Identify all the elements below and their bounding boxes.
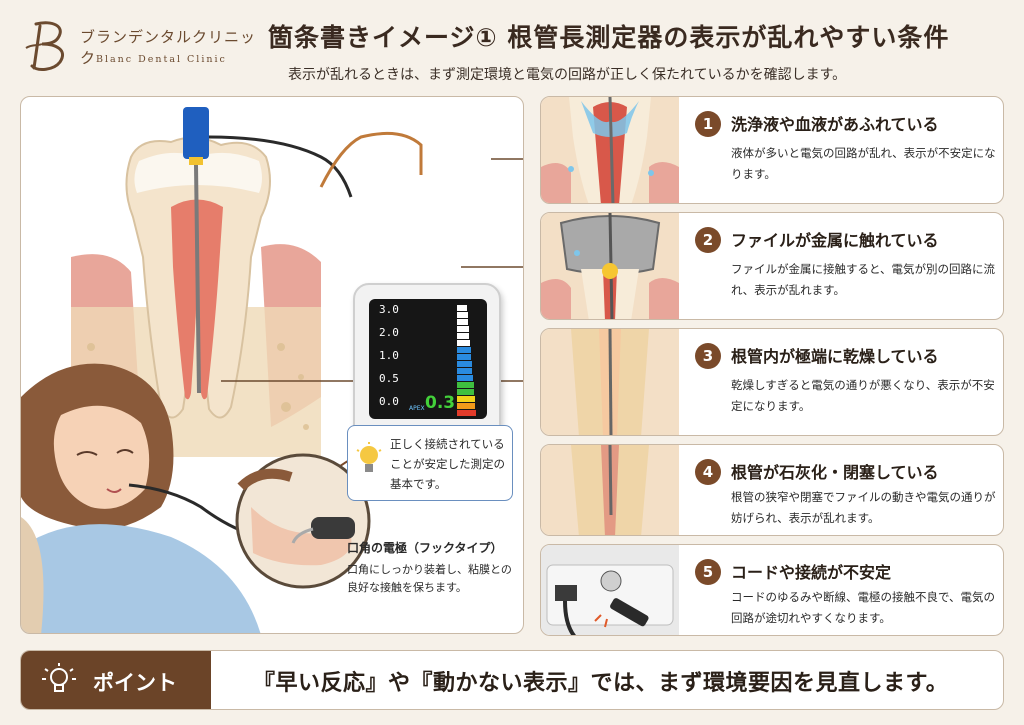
signal-bar-segment bbox=[457, 375, 473, 381]
device-screen: 3.0 2.0 1.0 0.5 0.0 APEX 0.3 bbox=[369, 299, 487, 419]
signal-bar-segment bbox=[457, 326, 469, 332]
card-illustration bbox=[541, 213, 679, 319]
signal-bar-segment bbox=[457, 403, 475, 409]
condition-title: 根管が石灰化・閉塞している bbox=[731, 463, 939, 482]
signal-bar-segment bbox=[457, 410, 476, 416]
calcified-canal-image bbox=[541, 445, 679, 535]
condition-card: 3 根管内が極端に乾燥している 乾燥しすぎると電気の通りが悪くなり、表示が不安定… bbox=[540, 328, 1004, 436]
condition-desc: 乾燥しすぎると電気の通りが悪くなり、表示が不安定になります。 bbox=[731, 378, 995, 413]
electrode-desc: 口角にしっかり装着し、粘膜との良好な接触を保ちます。 bbox=[347, 563, 512, 594]
signal-bar-segment bbox=[457, 340, 470, 346]
illustration-panel: 3.0 2.0 1.0 0.5 0.0 APEX 0.3 正しく接続されているこ… bbox=[20, 96, 524, 634]
condition-card: 1 洗浄液や血液があふれている 液体が多いと電気の回路が乱れ、表示が不安定になり… bbox=[540, 96, 1004, 204]
scale-label: 1.0 bbox=[379, 349, 399, 362]
condition-title: 根管内が極端に乾燥している bbox=[731, 347, 939, 366]
scale-label: 3.0 bbox=[379, 303, 399, 316]
page-subtitle: 表示が乱れるときは、まず測定環境と電気の回路が正しく保たれているかを確認します。 bbox=[288, 67, 847, 83]
condition-desc: 液体が多いと電気の回路が乱れ、表示が不安定になります。 bbox=[731, 146, 996, 181]
condition-card: 5 コードや接続が不安定 コードのゆるみや断線、電極の接触不良で、電気の回路が途… bbox=[540, 544, 1004, 636]
point-bar: ポイント 『早い反応』や『動かない表示』では、まず環境要因を見直します。 bbox=[20, 650, 1004, 710]
condition-desc: コードのゆるみや断線、電極の接触不良で、電気の回路が途切れやすくなります。 bbox=[731, 590, 996, 625]
condition-number: 3 bbox=[695, 343, 721, 369]
tip-text: 正しく接続されていることが安定した測定の基本です。 bbox=[390, 437, 505, 491]
lightbulb-icon bbox=[42, 663, 76, 692]
signal-bar-meter bbox=[457, 305, 476, 416]
condition-title: 洗浄液や血液があふれている bbox=[731, 115, 939, 134]
condition-number: 2 bbox=[695, 227, 721, 253]
point-label-block: ポイント bbox=[21, 651, 211, 709]
point-label: ポイント bbox=[93, 671, 177, 695]
fluid-overflow-image bbox=[541, 97, 679, 203]
clinic-name-jp: ブランデンタルクリニック bbox=[80, 28, 257, 67]
scale-label: 0.5 bbox=[379, 372, 399, 385]
condition-card: 4 根管が石灰化・閉塞している 根管の狭窄や閉塞でファイルの動きや電気の通りが妨… bbox=[540, 444, 1004, 536]
condition-title: コードや接続が不安定 bbox=[731, 563, 892, 582]
signal-bar-segment bbox=[457, 347, 471, 353]
electrode-caption: 口角の電極（フックタイプ） 口角にしっかり装着し、粘膜との良好な接触を保ちます。 bbox=[347, 539, 515, 621]
signal-bar-segment bbox=[457, 319, 468, 325]
cable-connection-image bbox=[541, 545, 679, 635]
clinic-name-en: Blanc Dental Clinic bbox=[96, 54, 227, 65]
signal-bar-segment bbox=[457, 389, 474, 395]
scale-label: 0.0 bbox=[379, 395, 399, 408]
signal-bar-segment bbox=[457, 305, 467, 311]
condition-title: ファイルが金属に触れている bbox=[731, 231, 939, 250]
signal-bar-segment bbox=[457, 354, 471, 360]
condition-desc: 根管の狭窄や閉塞でファイルの動きや電気の通りが妨げられ、表示が乱れます。 bbox=[731, 490, 996, 525]
signal-bar-segment bbox=[457, 368, 472, 374]
dry-canal-image bbox=[541, 329, 679, 435]
point-message: 『早い反応』や『動かない表示』では、まず環境要因を見直します。 bbox=[253, 671, 949, 696]
condition-number: 5 bbox=[695, 559, 721, 585]
clinic-logo: ブランデンタルクリニック Blanc Dental Clinic bbox=[18, 14, 268, 76]
signal-bar-segment bbox=[457, 333, 469, 339]
condition-number: 4 bbox=[695, 459, 721, 485]
condition-desc: ファイルが金属に接触すると、電気が別の回路に流れ、表示が乱れます。 bbox=[731, 262, 996, 297]
condition-card: 2 ファイルが金属に触れている ファイルが金属に接触すると、電気が別の回路に流れ… bbox=[540, 212, 1004, 320]
scale-label: 2.0 bbox=[379, 326, 399, 339]
signal-bar-segment bbox=[457, 361, 472, 367]
signal-bar-segment bbox=[457, 396, 475, 402]
condition-number: 1 bbox=[695, 111, 721, 137]
apex-label: APEX bbox=[409, 405, 425, 412]
page-title: 箇条書きイメージ① 根管長測定器の表示が乱れやすい条件 bbox=[268, 23, 950, 52]
metal-contact-image bbox=[541, 213, 679, 319]
lightbulb-icon bbox=[356, 442, 382, 472]
card-illustration bbox=[541, 329, 679, 435]
card-illustration bbox=[541, 97, 679, 203]
card-illustration bbox=[541, 545, 679, 635]
tip-box: 正しく接続されていることが安定した測定の基本です。 bbox=[347, 425, 513, 501]
electrode-title: 口角の電極（フックタイプ） bbox=[347, 541, 503, 555]
tooth-patient-illustration bbox=[21, 107, 523, 633]
signal-bar-segment bbox=[457, 312, 468, 318]
logo-mark-icon bbox=[25, 21, 65, 71]
card-illustration bbox=[541, 445, 679, 535]
signal-bar-segment bbox=[457, 382, 474, 388]
apex-reading: 0.3 bbox=[425, 393, 456, 413]
